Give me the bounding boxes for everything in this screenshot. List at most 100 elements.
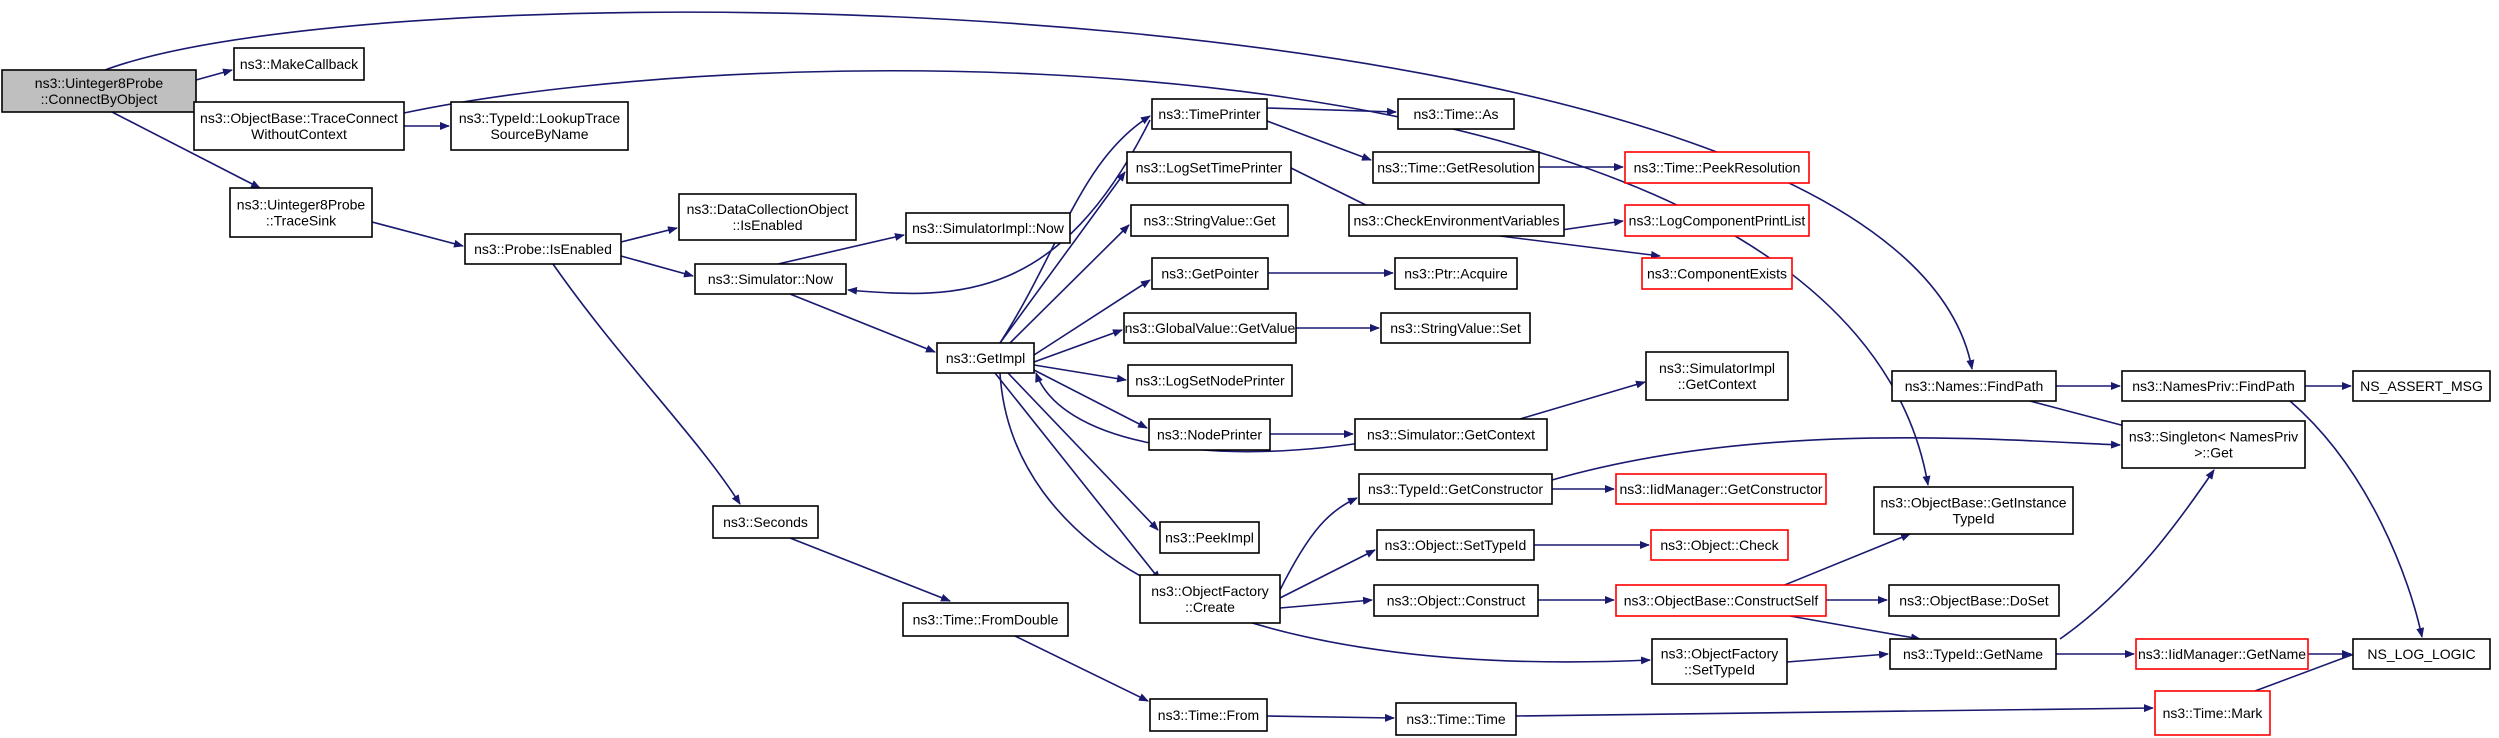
graph-nodes: ns3::Uinteger8Probe::ConnectByObjectns3:… [1,47,2491,736]
node-tracesink[interactable]: ns3::Uinteger8Probe::TraceSink [229,187,373,238]
node-box [1149,698,1268,732]
node-getimpl[interactable]: ns3::GetImpl [936,342,1035,374]
node-iidgetname[interactable]: ns3::IidManager::GetName [2135,638,2309,670]
node-isenabled[interactable]: ns3::Probe::IsEnabled [464,233,622,265]
node-tracewo[interactable]: ns3::ObjectBase::TraceConnectWithoutCont… [193,101,405,151]
node-label: ns3::CheckEnvironmentVariables [1354,213,1560,229]
node-box [1123,312,1297,344]
node-label: ns3::ObjectBase::TraceConnect [200,110,398,126]
call-edge [1009,224,1130,344]
node-label: ns3::TypeId::LookupTrace [459,110,621,126]
node-box [2352,638,2491,670]
node-label: ns3::Seconds [723,514,808,530]
node-ptracquire[interactable]: ns3::Ptr::Acquire [1394,257,1518,290]
node-peekres[interactable]: ns3::Time::PeekResolution [1624,151,1810,184]
node-label: ns3::GetPointer [1161,266,1259,282]
call-edge [2059,469,2215,640]
node-label: ns3::ObjectBase::GetInstance [1881,495,2067,511]
node-label: ns3::Uinteger8Probe [35,75,164,91]
node-namesfp[interactable]: ns3::Names::FindPath [1891,370,2057,402]
node-root[interactable]: ns3::Uinteger8Probe::ConnectByObject [1,69,197,113]
node-box [1139,574,1281,624]
call-edge [1519,380,1646,420]
node-label: ns3::Time::GetResolution [1377,160,1534,176]
node-box [1891,370,2057,402]
node-label: ::ConnectByObject [41,91,158,107]
node-label: ns3::TimePrinter [1158,106,1261,122]
node-objsettid[interactable]: ns3::Object::SetTypeId [1376,529,1535,561]
node-dcoenabled[interactable]: ns3::DataCollectionObject::IsEnabled [678,193,857,241]
node-iidgetctor[interactable]: ns3::IidManager::GetConstructor [1615,473,1827,505]
node-box [905,212,1071,244]
node-compexists[interactable]: ns3::ComponentExists [1641,257,1793,290]
node-peekimpl[interactable]: ns3::PeekImpl [1159,521,1260,554]
node-label: ns3::DataCollectionObject [687,201,849,217]
call-edge [1266,107,1397,116]
node-label: ::TraceSink [266,213,337,229]
call-edge [1515,704,2154,717]
node-ofcreate[interactable]: ns3::ObjectFactory::Create [1139,574,1281,624]
node-box [1127,364,1293,397]
node-box [1397,98,1515,130]
node-lcpl[interactable]: ns3::LogComponentPrintList [1624,204,1810,237]
node-singleton[interactable]: ns3::Singleton< NamesPriv >::Get [2121,420,2306,469]
node-checkenv[interactable]: ns3::CheckEnvironmentVariables [1348,204,1565,237]
node-objconstruct[interactable]: ns3::Object::Construct [1373,584,1539,617]
node-getres[interactable]: ns3::Time::GetResolution [1372,151,1540,184]
node-gvget[interactable]: ns3::GlobalValue::GetValue [1123,312,1297,344]
call-edge [999,372,1651,665]
node-objcheck[interactable]: ns3::Object::Check [1650,529,1789,561]
node-npfp[interactable]: ns3::NamesPriv::FindPath [2121,370,2306,402]
node-label: ns3::GlobalValue::GetValue [1125,320,1296,336]
node-timemark[interactable]: ns3::Time::Mark [2154,690,2271,736]
call-edge [1014,635,1149,702]
node-makecb[interactable]: ns3::MakeCallback [233,47,365,81]
call-edge [1266,713,1395,722]
node-box [1394,257,1518,290]
node-simimplnow[interactable]: ns3::SimulatorImpl::Now [905,212,1071,244]
node-timeprinter[interactable]: ns3::TimePrinter [1151,98,1268,130]
node-box [1645,351,1789,401]
node-timetime[interactable]: ns3::Time::Time [1395,702,1517,736]
node-simimplctx[interactable]: ns3::SimulatorImpl::GetContext [1645,351,1789,401]
call-edge [1499,235,1661,259]
node-stringget[interactable]: ns3::StringValue::Get [1130,204,1289,237]
node-fromdouble[interactable]: ns3::Time::FromDouble [902,602,1069,637]
node-label: ns3::GetImpl [946,350,1025,366]
node-logsettp[interactable]: ns3::LogSetTimePrinter [1126,151,1292,184]
node-seconds[interactable]: ns3::Seconds [712,505,819,539]
node-label: NS_ASSERT_MSG [2360,378,2483,394]
node-simnow[interactable]: ns3::Simulator::Now [694,263,847,295]
node-box [2121,370,2306,402]
node-timeas[interactable]: ns3::Time::As [1397,98,1515,130]
node-label: ns3::Time::Time [1406,711,1506,727]
node-label: ns3::StringValue::Get [1143,213,1275,229]
node-logsetnp[interactable]: ns3::LogSetNodePrinter [1127,364,1293,397]
node-stringset[interactable]: ns3::StringValue::Set [1380,312,1531,344]
node-box [464,233,622,265]
node-tidgetctor[interactable]: ns3::TypeId::GetConstructor [1358,473,1553,505]
node-assertmsg[interactable]: NS_ASSERT_MSG [2352,370,2491,402]
call-edge [1551,436,2121,481]
node-label: ns3::NodePrinter [1157,427,1262,443]
call-edge [371,221,464,248]
node-simgetctx[interactable]: ns3::Simulator::GetContext [1354,418,1548,451]
node-obconstructself[interactable]: ns3::ObjectBase::ConstructSelf [1615,584,1827,617]
call-edge [789,293,936,353]
node-obdoset[interactable]: ns3::ObjectBase::DoSet [1888,584,2060,617]
node-label: ns3::Time::From [1158,707,1259,723]
node-nodeprinter[interactable]: ns3::NodePrinter [1148,418,1271,451]
node-label: ns3::IidManager::GetConstructor [1619,481,1822,497]
node-getpointer[interactable]: ns3::GetPointer [1151,257,1269,290]
node-nslogic[interactable]: NS_LOG_LOGIC [2352,638,2491,670]
call-edge [999,115,1151,344]
node-label: ns3::StringValue::Set [1390,320,1521,336]
node-ofsettid[interactable]: ns3::ObjectFactory::SetTypeId [1651,638,1788,685]
node-box [1651,638,1788,685]
node-tidgetname[interactable]: ns3::TypeId::GetName [1889,638,2057,670]
node-timefrom[interactable]: ns3::Time::From [1149,698,1268,732]
node-label: ns3::TypeId::GetConstructor [1368,481,1543,497]
